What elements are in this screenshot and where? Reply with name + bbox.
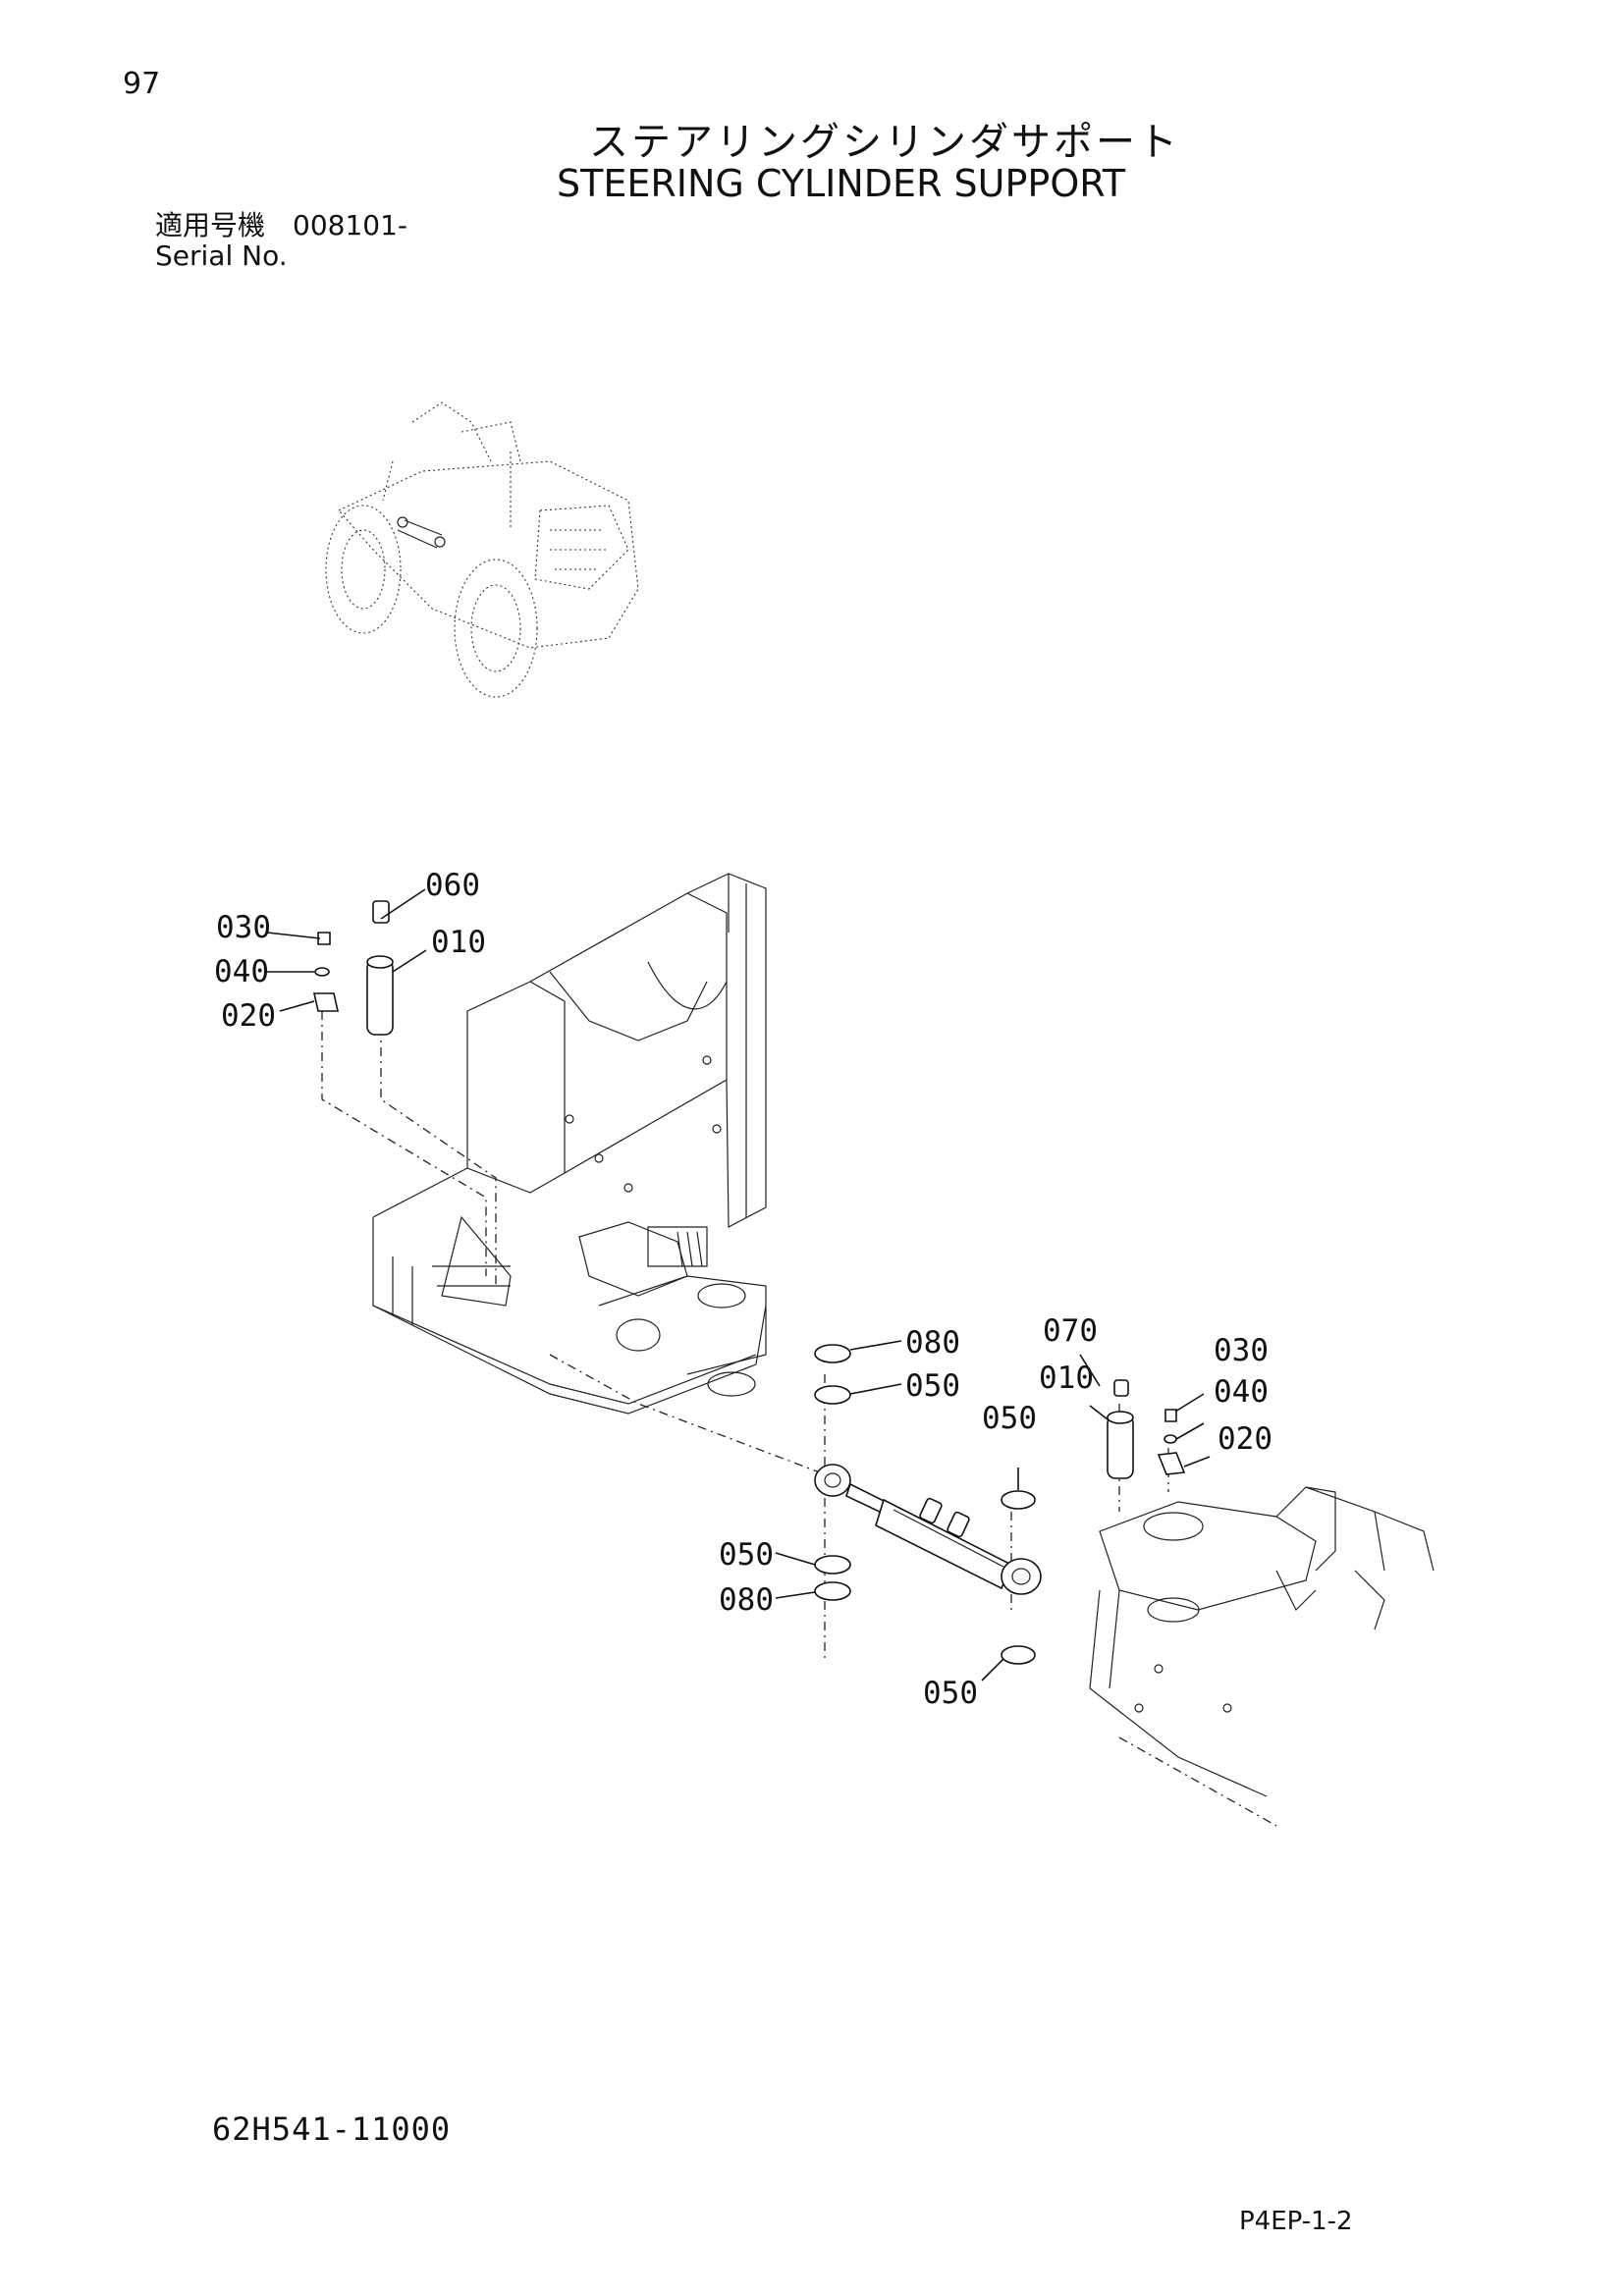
callout-050-middle: 050 bbox=[982, 1401, 1037, 1436]
callout-020-left: 020 bbox=[221, 998, 276, 1034]
steering-cylinder bbox=[814, 1344, 1042, 1665]
callout-060: 060 bbox=[425, 868, 480, 903]
serial-number-label-english: Serial No. bbox=[155, 240, 288, 272]
callout-010-right: 010 bbox=[1039, 1361, 1094, 1396]
callout-leader-lines bbox=[265, 888, 1211, 1682]
callout-080-top: 080 bbox=[905, 1325, 960, 1361]
drawing-number: 62H541-11000 bbox=[212, 2110, 452, 2148]
callout-010-left: 010 bbox=[431, 925, 486, 960]
upper-pin-assembly bbox=[313, 900, 394, 1036]
rear-frame bbox=[1089, 1486, 1435, 1827]
callout-020-right: 020 bbox=[1218, 1421, 1272, 1457]
page-code: P4EP-1-2 bbox=[1239, 2207, 1353, 2236]
lower-pin-assembly bbox=[1107, 1379, 1186, 1479]
callout-050-top: 050 bbox=[905, 1368, 960, 1404]
callout-050-left: 050 bbox=[719, 1537, 774, 1573]
callout-040-left: 040 bbox=[214, 954, 269, 989]
callout-080-left: 080 bbox=[719, 1582, 774, 1618]
page-number: 97 bbox=[123, 67, 161, 101]
page-title-english: STEERING CYLINDER SUPPORT bbox=[557, 162, 1126, 205]
callout-050-bottom: 050 bbox=[923, 1676, 978, 1711]
serial-number-label-japanese: 適用号機 008101- bbox=[155, 209, 407, 241]
callout-040-right: 040 bbox=[1214, 1374, 1269, 1410]
callout-030-left: 030 bbox=[216, 910, 271, 945]
callout-030-right: 030 bbox=[1214, 1333, 1269, 1368]
machine-overview-illustration bbox=[325, 401, 639, 698]
callout-070: 070 bbox=[1043, 1313, 1098, 1349]
page-title-japanese: ステアリングシリンダサポート bbox=[589, 120, 1180, 165]
front-frame bbox=[372, 873, 767, 1415]
